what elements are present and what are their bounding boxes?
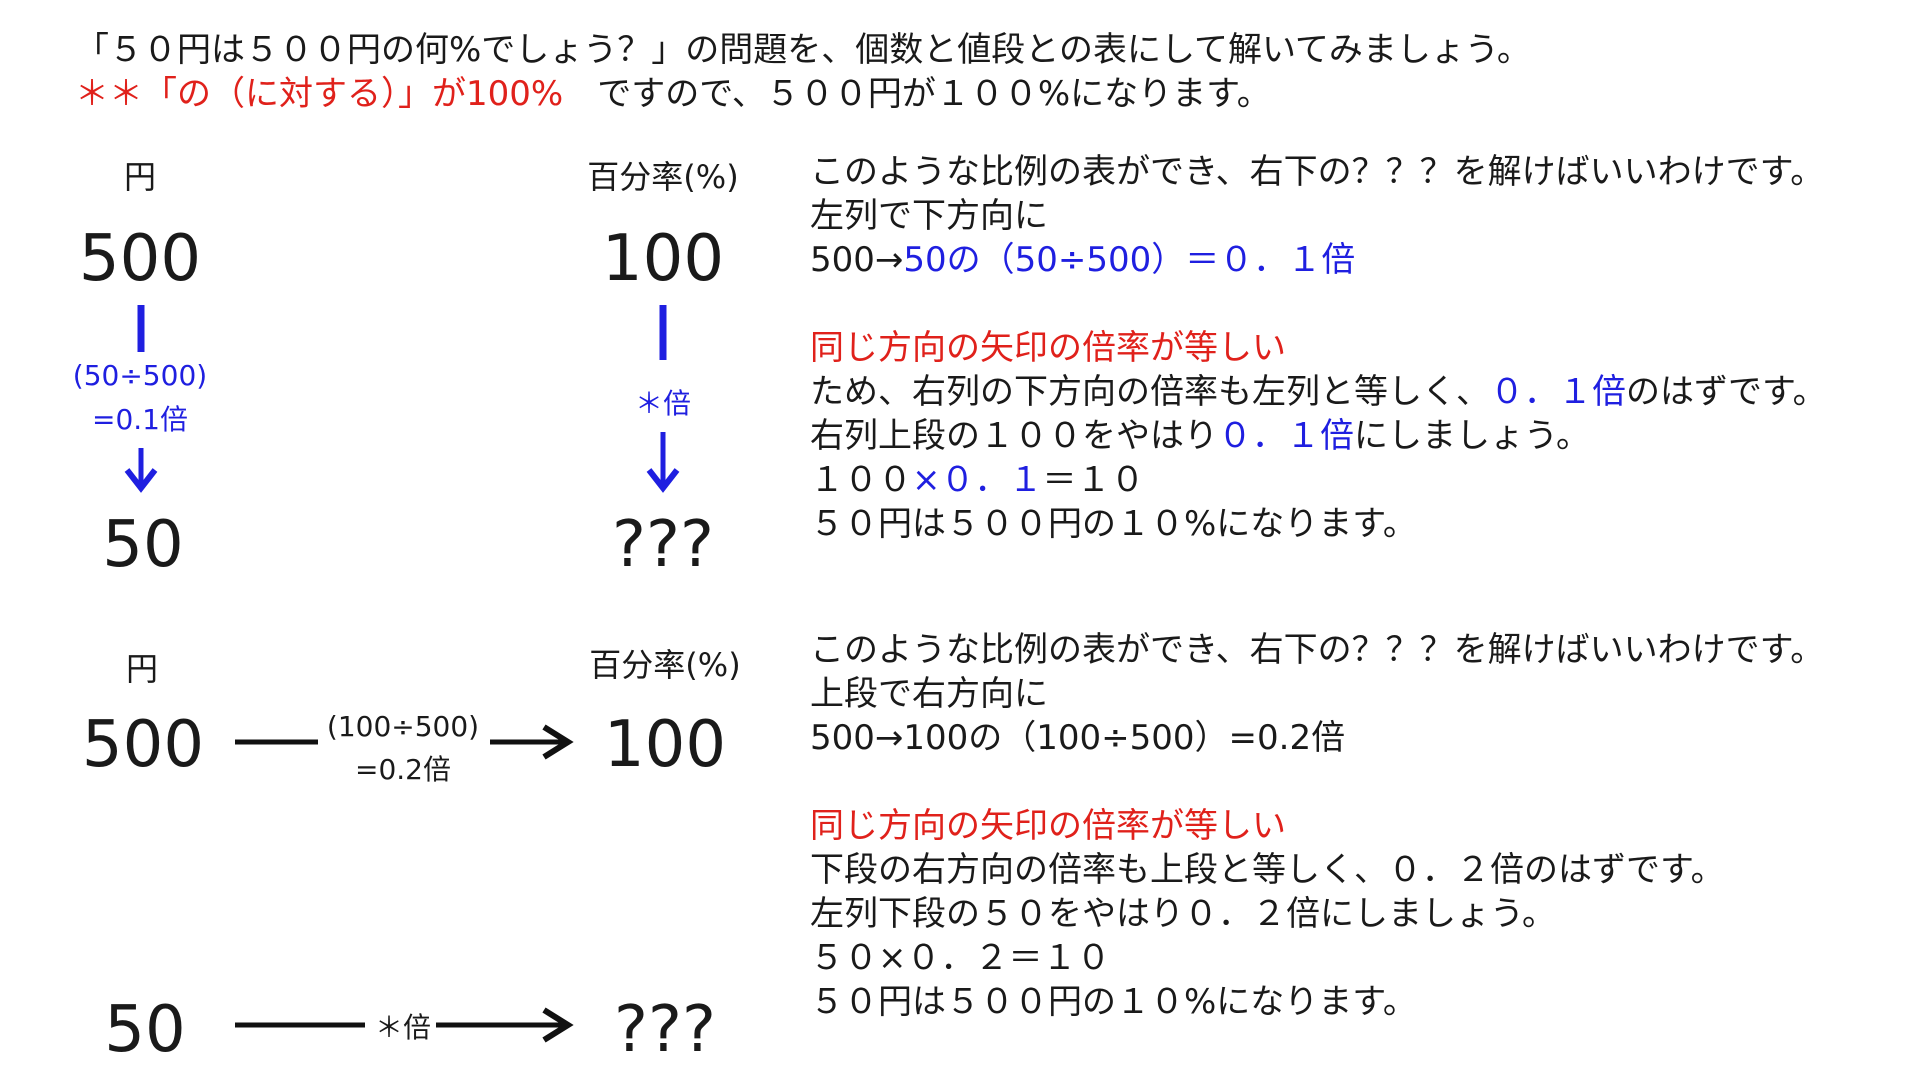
explanation-2: このような比例の表ができ、右下の？？？を解けばいいわけです。 上段で右方向に 5… xyxy=(810,628,1824,1024)
t2-top-arrow-right-icon xyxy=(235,724,574,760)
t1-top-left-value: 500 xyxy=(78,222,202,296)
e1-line-6-a: 右列上段の１００をやはり xyxy=(810,416,1218,456)
t2-bottom-arrow-right-icon xyxy=(235,1007,574,1043)
t2-top-left-value: 500 xyxy=(81,708,205,782)
e1-line-7-b: ×０．１ xyxy=(912,460,1043,500)
e1-line-6-b: ０．１倍 xyxy=(1218,416,1354,456)
e1-line-5: ため、右列の下方向の倍率も左列と等しく、０．１倍のはずです。 xyxy=(810,370,1827,414)
e2-line-1: このような比例の表ができ、右下の？？？を解けばいいわけです。 xyxy=(810,630,1825,670)
e1-line-6-c: にしましょう。 xyxy=(1354,416,1590,456)
e1-line-7-a: １００ xyxy=(810,460,912,500)
intro-line-2: ＊＊「の（に対する）」が100% ですので、５００円が１００%になります。 xyxy=(75,66,1271,115)
e2-line-4: 同じ方向の矢印の倍率が等しい xyxy=(810,806,1286,846)
e1-line-3: 500→50の（50÷500）＝０．１倍 xyxy=(810,238,1827,282)
t1-left-header: 円 xyxy=(123,158,156,196)
e1-line-6: 右列上段の１００をやはり０．１倍にしましょう。 xyxy=(810,414,1827,458)
explanation-1: このような比例の表ができ、右下の？？？を解けばいいわけです。 左列で下方向に 5… xyxy=(810,150,1827,546)
e1-line-3-a: 500→ xyxy=(810,240,904,280)
e1-line-3-b: 50の（50÷500）＝０．１倍 xyxy=(903,240,1356,280)
t1-right-header: 百分率(%) xyxy=(587,158,739,196)
e1-line-5-a: ため、右列の下方向の倍率も左列と等しく、 xyxy=(810,372,1490,412)
t2-top-ratio-1: (100÷500) xyxy=(326,710,480,743)
e1-line-5-c: のはずです。 xyxy=(1626,372,1827,412)
t1-right-arrow-down-icon xyxy=(646,432,680,493)
t1-bottom-right-value: ??? xyxy=(612,508,714,582)
intro-line-2-highlight: ＊＊「の（に対する）」が100% xyxy=(75,74,564,114)
t1-left-ratio-1: (50÷500) xyxy=(72,359,208,392)
intro-line-2-rest: ですので、５００円が１００%になります。 xyxy=(563,74,1271,114)
e1-line-4: 同じ方向の矢印の倍率が等しい xyxy=(810,328,1286,368)
t2-bottom-right-value: ??? xyxy=(614,993,716,1067)
e2-line-8: ５０円は５００円の１０%になります。 xyxy=(810,982,1417,1022)
t1-top-right-value: 100 xyxy=(601,222,725,296)
e1-line-7-c: ＝１０ xyxy=(1042,460,1145,500)
e2-line-6: 左列下段の５０をやはり０．２倍にしましょう。 xyxy=(810,894,1556,934)
intro-line-1: 「５０円は５００円の何%でしょう？」の問題を、個数と値段との表にして解いてみまし… xyxy=(75,30,1531,70)
e1-line-2: 左列で下方向に xyxy=(810,196,1048,236)
e1-line-1: このような比例の表ができ、右下の？？？を解けばいいわけです。 xyxy=(810,152,1825,192)
e2-line-3: 500→100の（100÷500）=0.2倍 xyxy=(810,718,1346,758)
t1-right-ratio: ＊倍 xyxy=(634,387,691,420)
e2-line-2: 上段で右方向に xyxy=(810,674,1048,714)
t1-left-ratio-2: =0.1倍 xyxy=(92,403,188,436)
t2-right-header: 百分率(%) xyxy=(589,646,741,684)
t2-left-header: 円 xyxy=(125,650,158,688)
t2-bottom-ratio: ＊倍 xyxy=(374,1011,431,1044)
e1-line-7: １００×０．１＝１０ xyxy=(810,458,1827,502)
e2-line-5: 下段の右方向の倍率も上段と等しく、０．２倍のはずです。 xyxy=(810,850,1725,890)
e1-line-8: ５０円は５００円の１０%になります。 xyxy=(810,504,1417,544)
e2-line-7: ５０×０．２＝１０ xyxy=(810,938,1111,978)
t2-top-ratio-2: =0.2倍 xyxy=(355,753,451,786)
t2-bottom-left-value: 50 xyxy=(104,993,186,1067)
e1-line-5-b: ０．１倍 xyxy=(1490,372,1626,412)
t1-bottom-left-value: 50 xyxy=(102,508,184,582)
t1-left-arrow-down-icon xyxy=(124,448,158,493)
t2-top-right-value: 100 xyxy=(603,708,727,782)
